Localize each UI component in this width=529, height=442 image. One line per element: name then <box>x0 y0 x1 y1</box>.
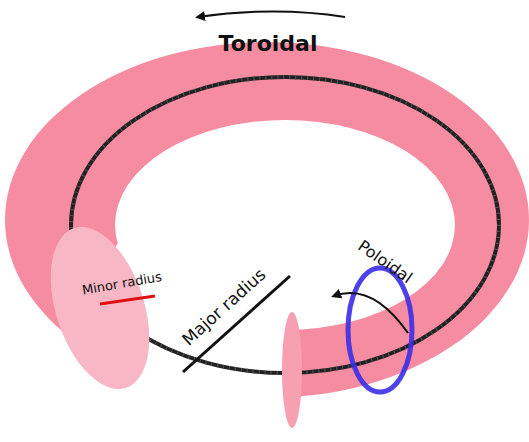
tube-end <box>282 312 302 428</box>
minor-radius-line <box>100 296 155 304</box>
toroidal-arrow <box>198 12 345 18</box>
poloidal-ring <box>348 268 412 392</box>
cross-section-cap <box>32 215 168 402</box>
direction-label: Toroidal <box>219 32 318 56</box>
poloidal-arrow <box>334 293 408 333</box>
